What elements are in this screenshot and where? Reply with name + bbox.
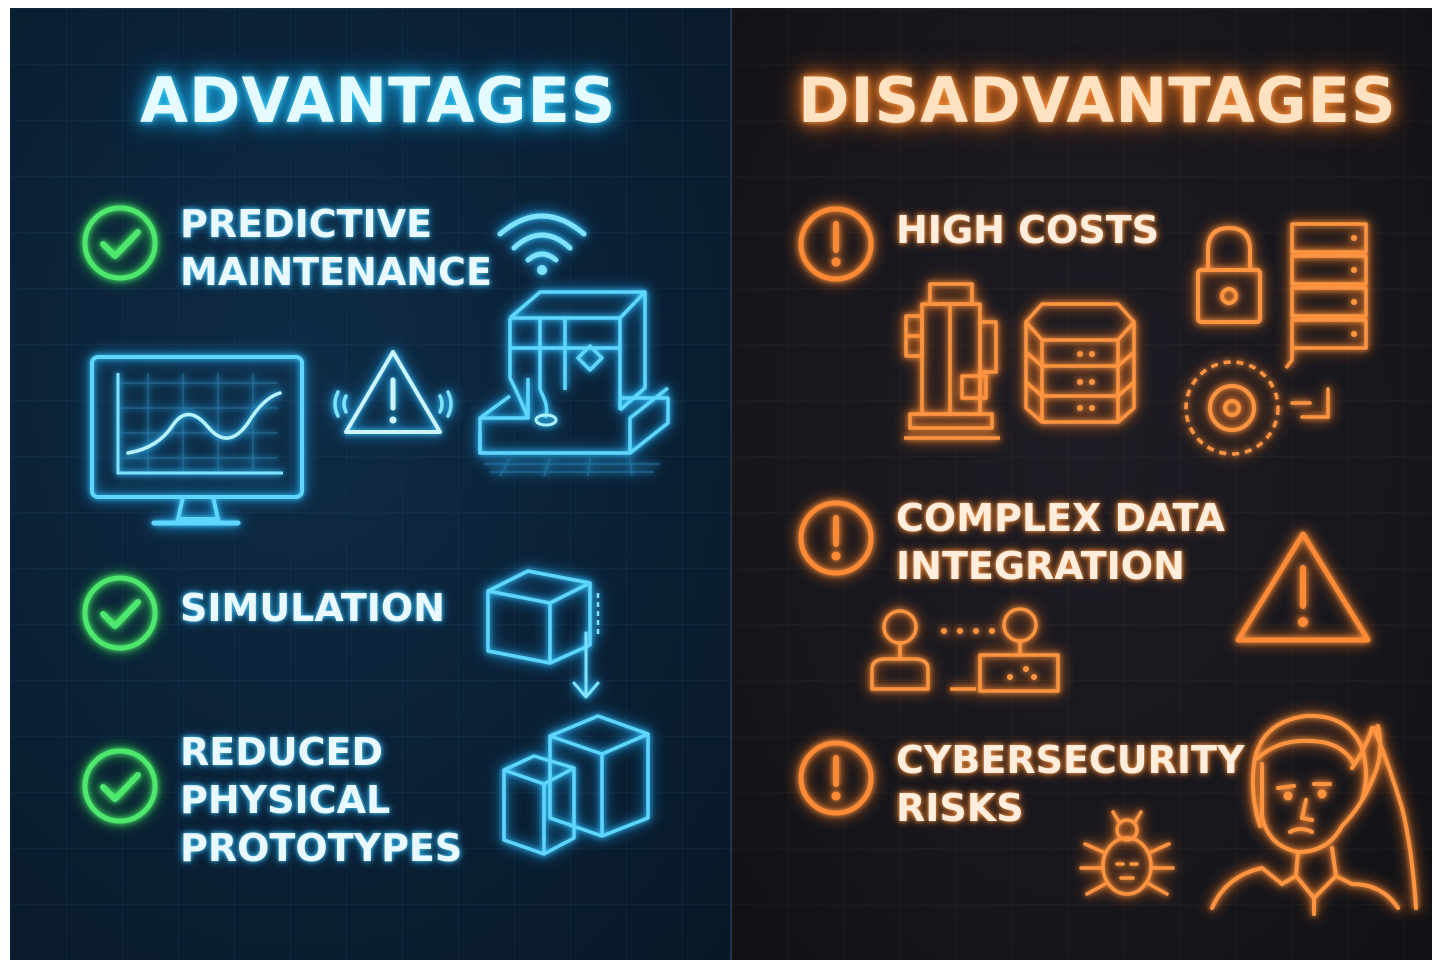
padlock-icon: [1196, 226, 1262, 324]
check-circle-icon: [82, 575, 158, 651]
cubes-icon: [502, 714, 650, 856]
panel-divider: [730, 8, 732, 960]
check-circle-icon: [82, 748, 158, 824]
server-rack-icon: [1284, 222, 1368, 370]
disadvantages-panel: DISADVANTAGES HIGH COSTS: [732, 8, 1432, 960]
advantages-panel: ADVANTAGES PREDICTIVE MAINTENANCE: [10, 8, 731, 960]
stressed-person-icon: [1210, 713, 1418, 916]
advantage-simulation: SIMULATION: [180, 586, 446, 630]
cube-icon: [486, 569, 600, 699]
bug-icon: [1079, 810, 1175, 896]
target-icon: [1184, 360, 1330, 456]
warning-icon: [1235, 531, 1371, 643]
disadvantages-heading: DISADVANTAGES: [798, 64, 1397, 137]
wifi-icon: [497, 213, 587, 275]
monitor-chart-icon: [90, 355, 304, 526]
database-icon: [1024, 302, 1136, 424]
disadvantage-high-costs: HIGH COSTS: [896, 208, 1160, 252]
advantage-predictive-maintenance: PREDICTIVE MAINTENANCE: [180, 202, 492, 294]
exclamation-circle-icon: [798, 206, 874, 282]
machine-icon: [478, 290, 670, 477]
warning-icon: [333, 350, 453, 434]
exclamation-circle-icon: [798, 740, 874, 816]
check-circle-icon: [82, 205, 158, 281]
infographic: ADVANTAGES PREDICTIVE MAINTENANCE: [10, 8, 1432, 960]
disadvantage-cybersecurity-risks: CYBERSECURITY RISKS: [896, 738, 1245, 830]
tank-icon: [904, 282, 1000, 440]
disadvantage-complex-data-integration: COMPLEX DATA INTEGRATION: [896, 496, 1225, 588]
people-link-icon: [870, 607, 1060, 693]
advantages-heading: ADVANTAGES: [140, 64, 617, 137]
advantage-reduced-physical-prototypes: REDUCED PHYSICAL PROTOTYPES: [180, 730, 463, 870]
exclamation-circle-icon: [798, 500, 874, 576]
